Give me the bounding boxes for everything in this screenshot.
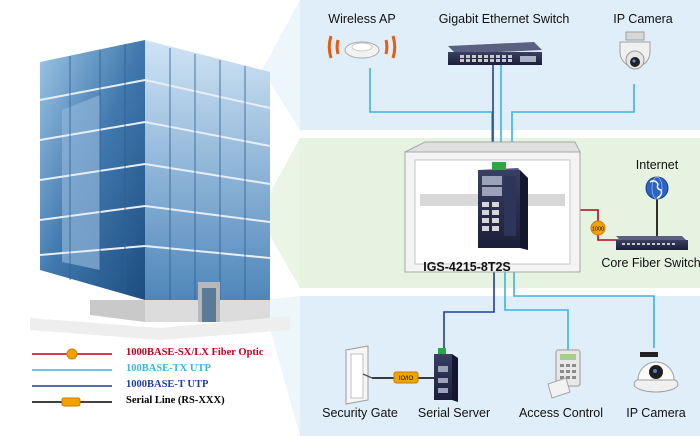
label-wireless-ap: Wireless AP	[328, 12, 396, 26]
serial-badge: IO/IO	[393, 371, 419, 384]
label-serial-server: Serial Server	[417, 406, 491, 420]
link-serial-server	[443, 248, 495, 352]
ip-camera-bottom-icon	[633, 352, 679, 393]
link-ap-utp100	[369, 68, 493, 168]
beam-top	[262, 0, 300, 130]
access-control-icon	[547, 349, 581, 399]
svg-text:IO/IO: IO/IO	[399, 376, 414, 382]
legend-utp100: 100BASE-TX UTP	[126, 363, 211, 374]
label-access-control: Access Control	[518, 406, 604, 420]
link-access-control	[504, 248, 569, 352]
wireless-ap-icon	[327, 35, 397, 59]
label-center-model: IGS-4215-8T2S	[423, 260, 511, 274]
label-core-fiber-switch: Core Fiber Switch	[601, 256, 700, 270]
legend-samples	[32, 348, 112, 407]
internet-globe-icon	[645, 176, 669, 200]
label-ip-camera-top: IP Camera	[613, 12, 673, 26]
gigabit-switch-icon	[448, 42, 542, 65]
legend-utp1000: 1000BASE-T UTP	[126, 379, 209, 390]
office-building-illustration	[30, 40, 290, 340]
label-gigabit-switch: Gigabit Ethernet Switch	[438, 12, 570, 26]
security-gate-icon	[345, 345, 373, 405]
core-fiber-switch-icon	[616, 236, 688, 250]
legend-serial: Serial Line (RS-XXX)	[126, 395, 225, 406]
serial-server-icon	[434, 348, 458, 402]
label-ip-camera-bottom: IP Camera	[626, 406, 686, 420]
igs-switch-icon	[478, 162, 528, 250]
legend-fiber: 1000BASE-SX/LX Fiber Optic	[126, 347, 264, 358]
label-internet: Internet	[635, 158, 679, 172]
label-security-gate: Security Gate	[322, 406, 398, 420]
beam-middle	[258, 138, 300, 288]
link-camera-top-utp100	[511, 84, 635, 168]
ip-camera-top-icon	[619, 31, 651, 70]
fiber-badge: 1000	[590, 220, 606, 236]
svg-text:1000: 1000	[592, 227, 604, 233]
